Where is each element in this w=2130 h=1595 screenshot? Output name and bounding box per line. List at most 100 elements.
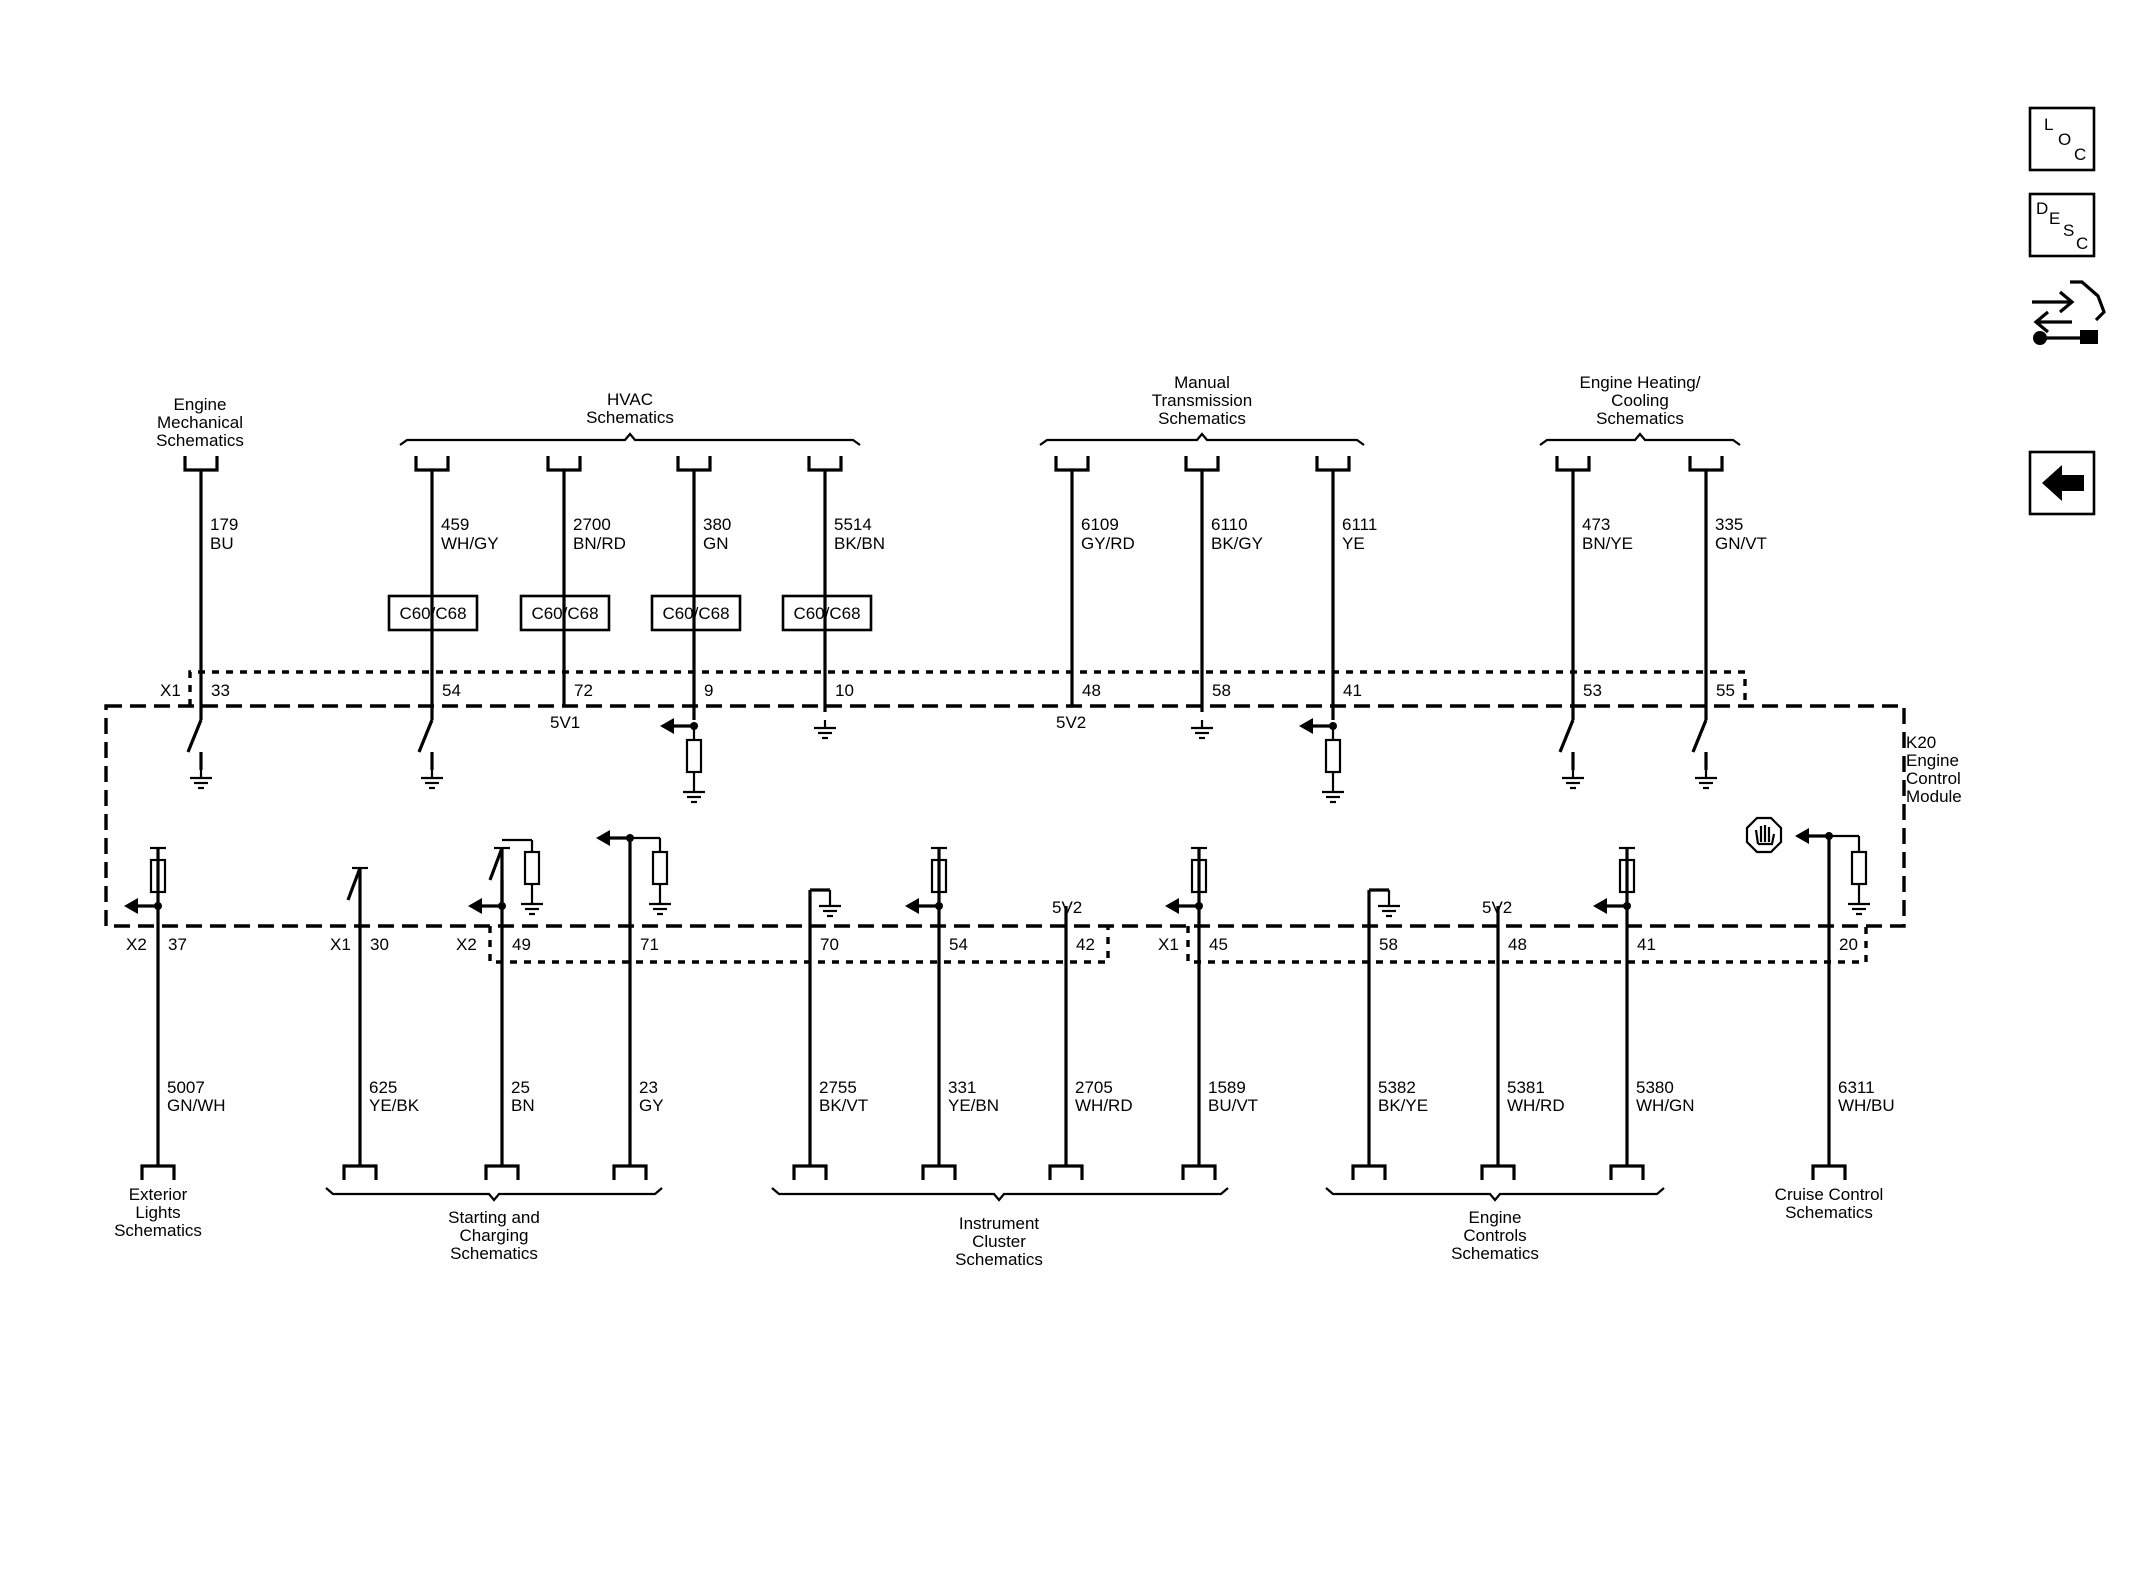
switch-input-49 — [468, 838, 545, 916]
x1-label-30: X1 — [330, 935, 351, 954]
ref-exterior-lights-1: Exterior — [129, 1185, 188, 1204]
top-pin-number: 9 — [704, 681, 713, 700]
bottom-pin-number: 71 — [640, 935, 659, 954]
top-circuit-color: BN/RD — [573, 534, 626, 553]
ref-manual-trans-2: Transmission — [1152, 391, 1252, 410]
loc-button[interactable]: L O C — [2028, 106, 2096, 172]
sensor-input-9 — [660, 718, 707, 804]
bottom-circuit-number: 25 — [511, 1078, 530, 1097]
hand-stop-icon — [1745, 816, 1783, 854]
top-circuit-color: BK/GY — [1211, 534, 1263, 553]
ref-hvac-1: HVAC — [607, 390, 653, 409]
x2-label-49: X2 — [456, 935, 477, 954]
bottom-circuit-color: WH/RD — [1507, 1096, 1565, 1115]
switch-to-ground-55 — [1691, 719, 1719, 790]
bottom-pin-number: 45 — [1209, 935, 1228, 954]
top-circuit-color: GN — [703, 534, 729, 553]
top-circuit-number: 6109 — [1081, 515, 1119, 534]
bottom-circuit-number: 2755 — [819, 1078, 857, 1097]
bottom-circuit-color: WH/GN — [1636, 1096, 1695, 1115]
switch-30 — [346, 866, 368, 901]
ref-manual-trans-3: Schematics — [1158, 409, 1246, 428]
ecm-boundary — [104, 704, 1906, 928]
pullup-input-41-bottom — [1593, 846, 1637, 914]
bottom-circuit-color: BU/VT — [1208, 1096, 1258, 1115]
sensor-input-41-top — [1299, 718, 1346, 804]
top-pin-number: 10 — [835, 681, 854, 700]
ref-engine-controls-3: Schematics — [1451, 1244, 1539, 1263]
bottom-pin-number: 48 — [1508, 935, 1527, 954]
ref-voltage-5v2-top: 5V2 — [1056, 713, 1086, 732]
loc-char-1: L — [2044, 115, 2053, 134]
ref-instrument-cluster-3: Schematics — [955, 1250, 1043, 1269]
top-circuit-number: 179 — [210, 515, 238, 534]
top-circuit-color: WH/GY — [441, 534, 499, 553]
transfer-wrench-icon[interactable] — [2032, 280, 2106, 345]
ref-cruise-control-1: Cruise Control — [1775, 1185, 1884, 1204]
top-pin-number: 53 — [1583, 681, 1602, 700]
x1-top-connector-outline — [188, 670, 1747, 706]
top-circuit-number: 473 — [1582, 515, 1610, 534]
ground-58-bottom — [1369, 888, 1402, 918]
bottom-circuit-number: 625 — [369, 1078, 397, 1097]
bottom-pin-number: 20 — [1839, 935, 1858, 954]
bottom-circuit-color: GN/WH — [167, 1096, 226, 1115]
ref-instrument-cluster-1: Instrument — [959, 1214, 1040, 1233]
loc-char-2: O — [2058, 130, 2071, 149]
pullup-input-54 — [905, 846, 949, 914]
ref-hvac-2: Schematics — [586, 408, 674, 427]
top-circuit-color: BK/BN — [834, 534, 885, 553]
ref-engine-mechanical-1: Engine — [174, 395, 227, 414]
ref-starting-charging-1: Starting and — [448, 1208, 540, 1227]
top-pin-number: 33 — [211, 681, 230, 700]
desc-button[interactable]: D E S C — [2028, 192, 2096, 258]
ref-voltage-5v1: 5V1 — [550, 713, 580, 732]
back-button[interactable] — [2028, 450, 2096, 516]
bottom-circuit-color: GY — [639, 1096, 664, 1115]
pullup-input-37 — [124, 846, 168, 914]
bottom-pin-number: 42 — [1076, 935, 1095, 954]
svg-text:C60/C68: C60/C68 — [793, 604, 860, 623]
ref-exterior-lights-2: Lights — [135, 1203, 180, 1222]
switch-to-ground-33 — [186, 719, 214, 790]
input-71 — [596, 830, 673, 916]
ref-engine-heating-1: Engine Heating/ — [1580, 373, 1701, 392]
ref-engine-controls-1: Engine — [1469, 1208, 1522, 1227]
ref-engine-mechanical-2: Mechanical — [157, 413, 243, 432]
ref-engine-controls-2: Controls — [1463, 1226, 1526, 1245]
ref-instrument-cluster-2: Cluster — [972, 1232, 1026, 1251]
top-pin-number: 48 — [1082, 681, 1101, 700]
bottom-pin-number: 41 — [1637, 935, 1656, 954]
bottom-circuit-number: 5380 — [1636, 1078, 1674, 1097]
bottom-pin-number: 30 — [370, 935, 389, 954]
inline-connector-c60-3: C60/C68 — [650, 594, 742, 632]
bottom-circuit-number: 5007 — [167, 1078, 205, 1097]
top-pin-number: 58 — [1212, 681, 1231, 700]
input-20 — [1795, 828, 1872, 916]
top-pin-number: 72 — [574, 681, 593, 700]
ref-manual-trans-1: Manual — [1174, 373, 1230, 392]
bottom-circuit-color: WH/BU — [1838, 1096, 1895, 1115]
ref-starting-charging-2: Charging — [460, 1226, 529, 1245]
ground-70 — [810, 888, 843, 918]
ground-10 — [812, 718, 838, 740]
ref-starting-charging-3: Schematics — [450, 1244, 538, 1263]
switch-to-ground-54 — [417, 719, 445, 790]
top-circuit-number: 2700 — [573, 515, 611, 534]
bottom-pin-number: 49 — [512, 935, 531, 954]
bottom-pin-number: 58 — [1379, 935, 1398, 954]
ref-engine-heating-3: Schematics — [1596, 409, 1684, 428]
top-circuit-color: GY/RD — [1081, 534, 1135, 553]
bottom-circuit-color: BK/YE — [1378, 1096, 1428, 1115]
x2-label-37: X2 — [126, 935, 147, 954]
desc-char-4: C — [2076, 234, 2088, 253]
bottom-circuit-number: 6311 — [1838, 1078, 1875, 1097]
